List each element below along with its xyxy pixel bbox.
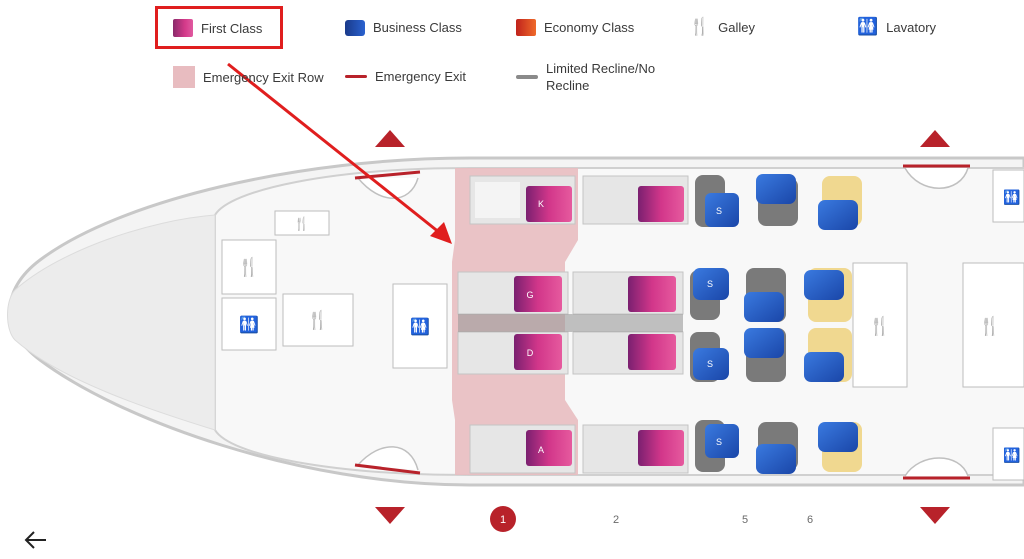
- svg-text:🚻: 🚻: [1003, 447, 1020, 464]
- legend-emergency-exit-row: Emergency Exit Row: [173, 66, 324, 88]
- legend-emergency-exit: Emergency Exit: [345, 68, 466, 85]
- first-suite-1D[interactable]: D: [457, 331, 569, 375]
- svg-text:🚻: 🚻: [410, 317, 430, 336]
- legend-galley: 🍴 Galley: [689, 17, 755, 37]
- svg-text:K: K: [538, 199, 544, 209]
- svg-text:G: G: [526, 290, 533, 300]
- legend-limited-recline-line2: Recline: [546, 78, 590, 93]
- exit-marker-top-right: [920, 130, 950, 147]
- business-class-swatch: [345, 19, 365, 36]
- legend-economy-class: Economy Class: [516, 19, 634, 36]
- galley-module-3: 🍴: [282, 293, 354, 347]
- svg-text:S: S: [707, 359, 713, 369]
- svg-text:A: A: [538, 445, 544, 455]
- first-suite-2D[interactable]: [572, 331, 684, 375]
- svg-text:🍴: 🍴: [307, 309, 329, 331]
- exit-door-top-right: [904, 167, 969, 189]
- business-seat-7K[interactable]: [818, 176, 862, 230]
- svg-text:🚻: 🚻: [1003, 189, 1020, 206]
- exit-marker-top-left: [375, 130, 405, 147]
- exit-swatch: [345, 75, 367, 78]
- seat-legend: First Class Business Class Economy Class…: [0, 0, 1024, 110]
- fork-knife-icon: 🍴: [689, 17, 711, 37]
- row-1-marker: [490, 506, 516, 532]
- lavatory-module-1: 🚻: [221, 297, 277, 351]
- svg-text:🍴: 🍴: [294, 216, 310, 232]
- legend-business-class-label: Business Class: [373, 20, 462, 35]
- business-seat-7A[interactable]: [818, 422, 862, 472]
- exit-marker-bottom-right: [920, 507, 950, 524]
- lavatory-module-4: 🚻: [992, 427, 1024, 481]
- galley-module-5: 🍴: [962, 262, 1024, 388]
- legend-limited-recline-label: Limited Recline/No Recline: [546, 60, 655, 94]
- legend-exit-label: Emergency Exit: [375, 69, 467, 84]
- svg-text:D: D: [527, 348, 534, 358]
- exit-door-bottom-right: [904, 457, 969, 477]
- exit-door-bottom-left: [357, 446, 419, 471]
- row-number-2: 2: [613, 514, 619, 526]
- first-suite-1K[interactable]: K: [469, 175, 576, 225]
- first-suite-2K[interactable]: [582, 175, 689, 225]
- legend-lavatory-label: Lavatory: [886, 19, 937, 35]
- lavatory-module-2: 🚻: [392, 283, 448, 369]
- business-seat-5G[interactable]: S: [690, 268, 729, 320]
- back-button[interactable]: [22, 527, 52, 553]
- legend-limited-recline: Limited Recline/No Recline: [516, 60, 655, 94]
- economy-class-swatch: [516, 19, 536, 36]
- svg-text:S: S: [707, 279, 713, 289]
- first-suite-2A[interactable]: [582, 424, 689, 474]
- legend-galley-label: Galley: [718, 19, 756, 35]
- business-seat-6D[interactable]: [744, 328, 786, 382]
- first-suite-1G[interactable]: G: [457, 271, 569, 315]
- first-suite-1A[interactable]: A: [469, 424, 576, 474]
- legend-economy-class-label: Economy Class: [544, 20, 635, 35]
- legend-first-class: First Class: [173, 19, 262, 37]
- arrow-left-icon: [24, 531, 46, 549]
- exit-marker-bottom-left: [375, 507, 405, 524]
- business-seat-6A[interactable]: [756, 422, 798, 474]
- exit-row-swatch: [173, 66, 195, 88]
- legend-business-class: Business Class: [345, 19, 462, 36]
- svg-text:S: S: [716, 206, 722, 216]
- business-seat-7D[interactable]: [804, 328, 852, 382]
- galley-module-2: 🍴: [221, 239, 277, 295]
- lavatory-module-3: 🚻: [992, 169, 1024, 223]
- business-seat-6K[interactable]: [756, 174, 798, 226]
- limited-recline-swatch: [516, 75, 538, 79]
- legend-first-class-label: First Class: [201, 20, 263, 36]
- galley-module-4: 🍴: [852, 262, 908, 388]
- row-number-6: 6: [807, 514, 813, 526]
- legend-limited-recline-line1: Limited Recline/No: [546, 61, 656, 76]
- row-number-1: 1: [500, 514, 506, 526]
- lavatory-icon: 🚻: [857, 17, 879, 37]
- business-seat-5A[interactable]: S: [695, 420, 739, 472]
- first-class-swatch: [173, 19, 193, 37]
- business-seat-5D[interactable]: S: [690, 332, 729, 382]
- business-seat-6G[interactable]: [744, 268, 786, 322]
- svg-text:🍴: 🍴: [869, 315, 891, 337]
- business-seat-5K[interactable]: S: [695, 175, 739, 227]
- exit-door-top-left: [357, 177, 419, 199]
- business-seat-7G[interactable]: [804, 268, 852, 322]
- first-suite-2G[interactable]: [572, 271, 684, 315]
- legend-lavatory: 🚻 Lavatory: [857, 17, 936, 37]
- row-number-5: 5: [742, 514, 748, 526]
- svg-text:🍴: 🍴: [979, 315, 1001, 337]
- galley-module-1: 🍴: [274, 210, 330, 236]
- svg-text:🍴: 🍴: [238, 256, 260, 278]
- legend-exit-row-label: Emergency Exit Row: [203, 69, 324, 85]
- annotation-arrow: [227, 62, 441, 235]
- svg-text:🚻: 🚻: [239, 315, 259, 334]
- first-class-highlight-box: [155, 6, 283, 49]
- svg-text:S: S: [716, 437, 722, 447]
